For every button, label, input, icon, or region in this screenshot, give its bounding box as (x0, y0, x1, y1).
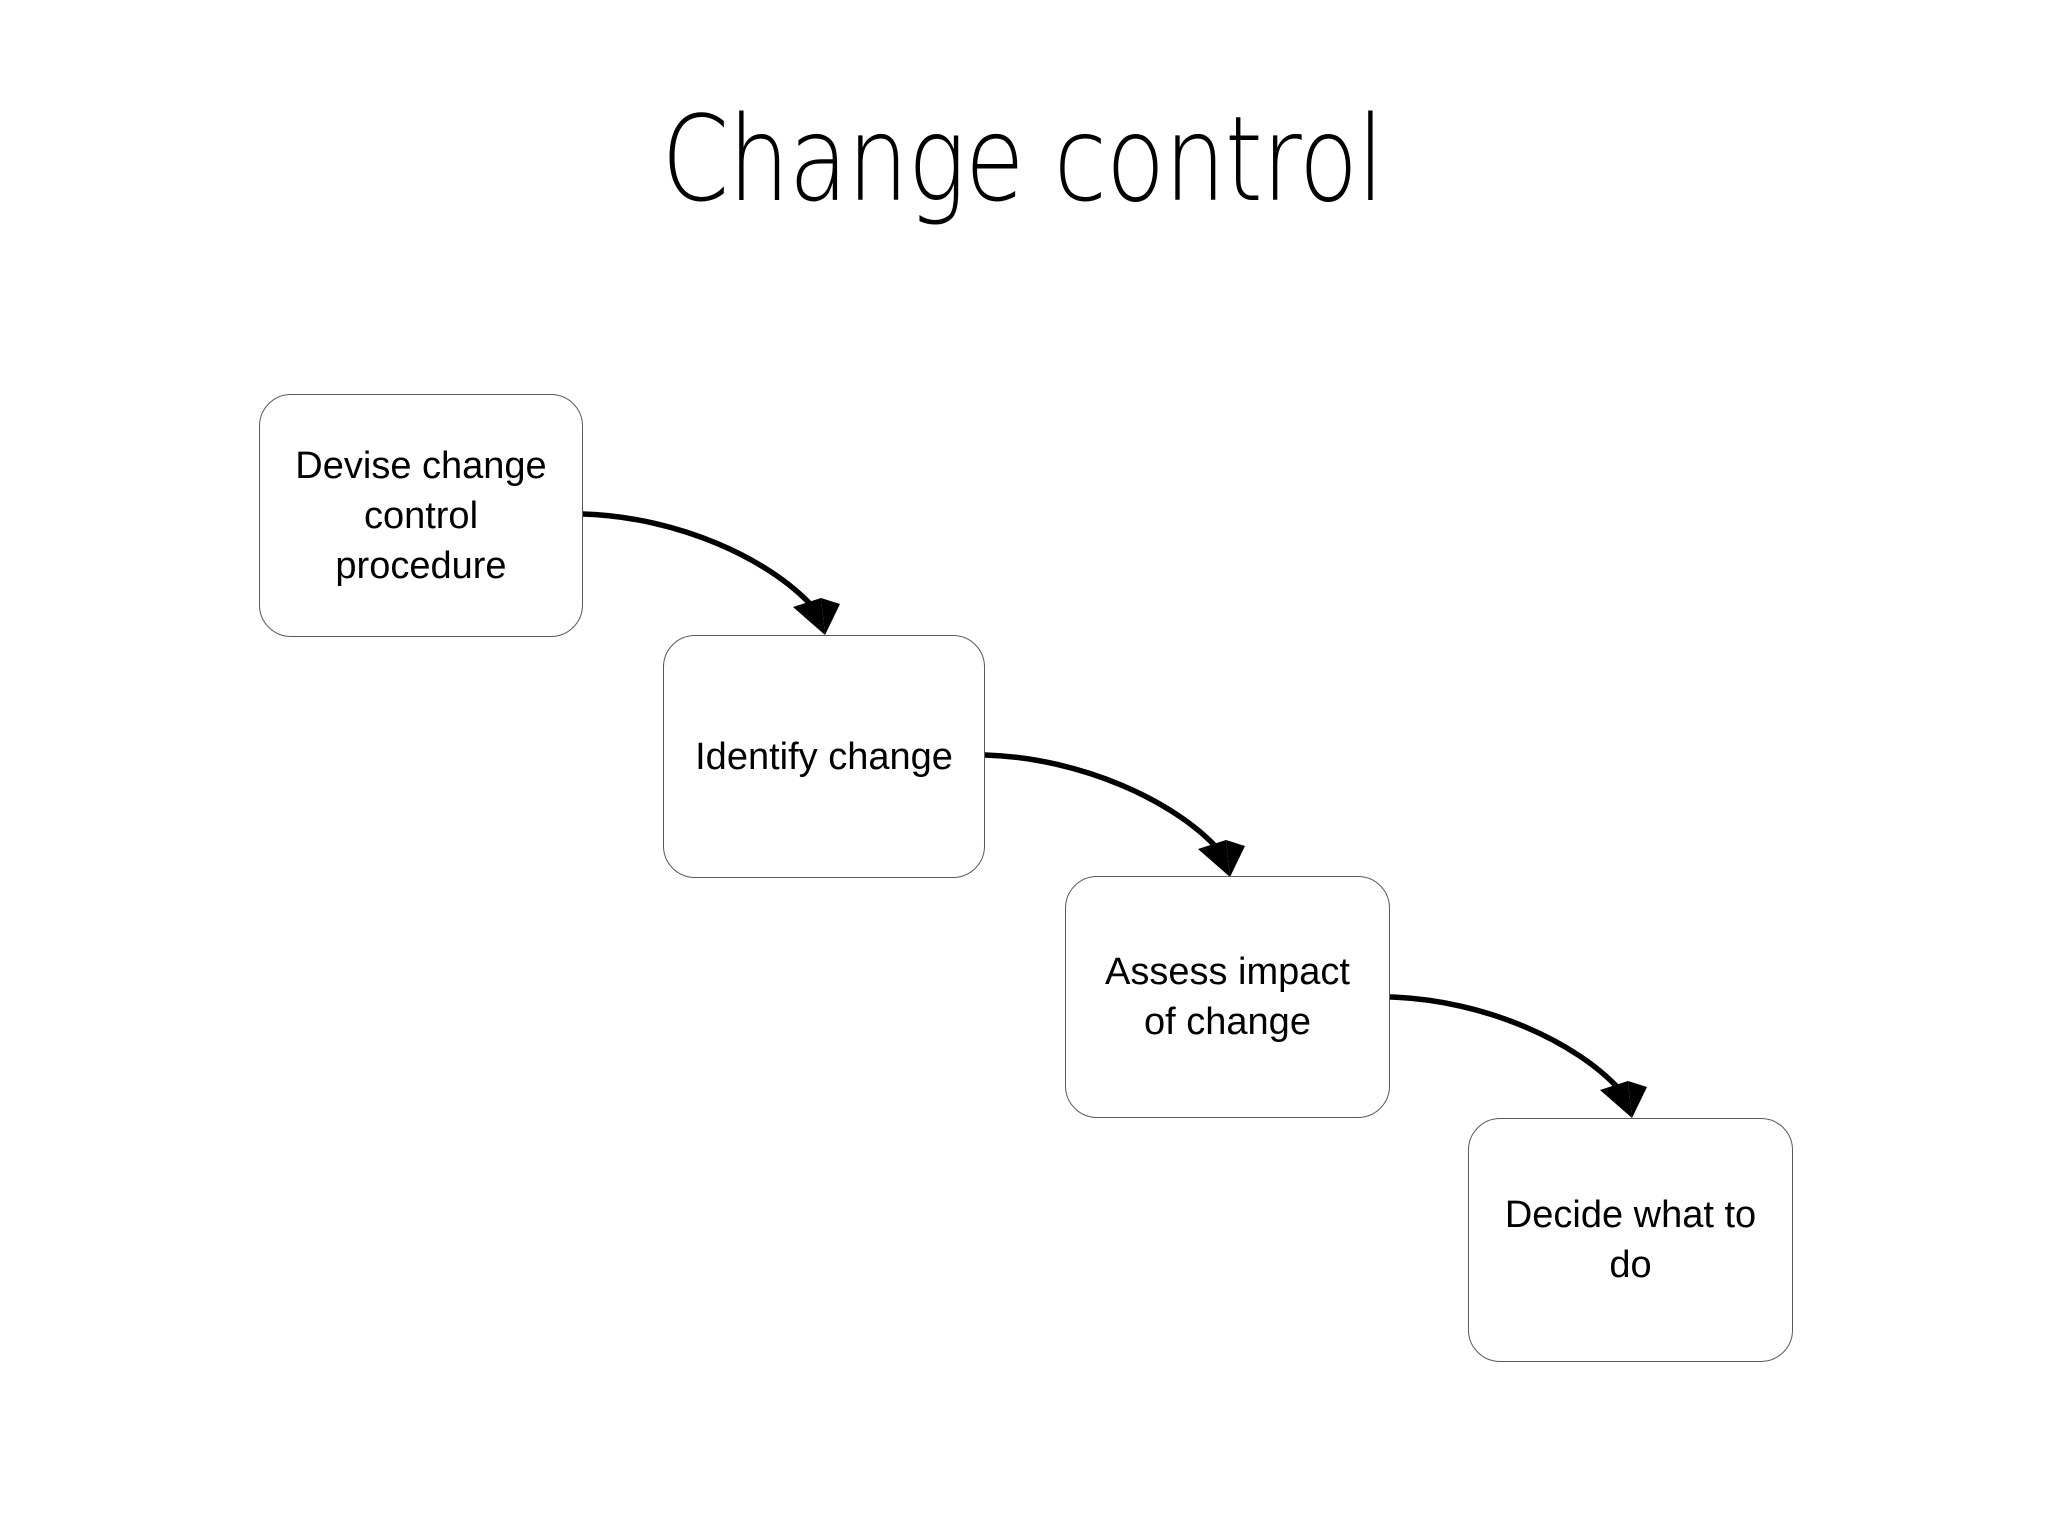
flow-node-label: Identify change (695, 735, 953, 778)
flow-node-identify-change[interactable]: Identify change (663, 635, 985, 878)
flow-node-devise-change-control-procedure[interactable]: Devise change control procedure (259, 394, 583, 637)
connector-identify-to-assess (982, 752, 1245, 877)
flow-node-label: Devise change control procedure (295, 444, 547, 587)
flow-node-label: Decide what to do (1504, 1194, 1757, 1286)
flow-node-label: Assess impact of change (1105, 951, 1350, 1043)
connector-assess-to-decide (1387, 994, 1647, 1118)
flow-node-decide-what-to-do[interactable]: Decide what to do (1468, 1118, 1793, 1362)
flow-node-assess-impact-of-change[interactable]: Assess impact of change (1065, 876, 1390, 1118)
connector-devise-to-identify (580, 511, 840, 635)
page-title: Change control (661, 90, 1384, 228)
